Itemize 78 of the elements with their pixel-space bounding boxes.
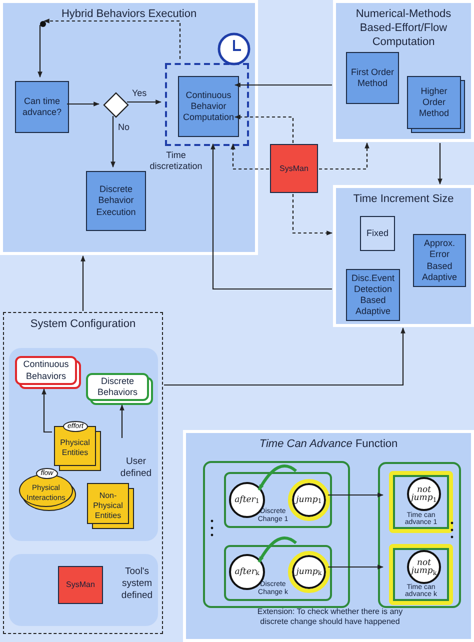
arrow [120,404,124,438]
dashed-panel [3,312,163,634]
arrow [234,82,332,88]
box-label: Continuous Behavior Computation [182,90,236,124]
edge-label: Yes [131,89,148,98]
state-label: not jump$_{k}$ [410,558,438,576]
arrow [38,25,42,78]
process-box [413,234,466,287]
change-box [224,545,332,601]
panel [183,430,474,642]
arrow [67,102,100,106]
dashed-arrow [230,143,269,170]
box-label: SysMan [66,580,95,590]
stacked-ellipse [19,468,76,511]
process-box [15,81,69,133]
process-box [346,52,399,104]
group-box [378,462,461,608]
stacked-card [86,373,153,405]
box-label: Approx. Error Based Adaptive [420,238,458,283]
edge-label: No [117,123,131,132]
group-box [203,461,350,608]
arrow [210,143,332,290]
change-box [224,472,332,528]
panel-title: Hybrid Behaviors Execution [61,8,197,22]
arrow [127,100,162,104]
stacked-entity-box [87,483,134,529]
process-box [178,76,239,137]
stacked-card [15,356,81,389]
card-label: Continuous Behaviors [22,359,70,382]
state-label: jump$_{1}$ [296,496,322,504]
dashed-arrow [43,18,181,59]
box-label: Disc.Event Detection Based Adaptive [350,272,396,318]
arrow [110,116,116,168]
panel-title: System Configuration [30,318,136,332]
panel-title: Time Can Advance Function [259,438,398,452]
box-label: Fixed [366,228,388,240]
stacked-box [407,76,465,133]
stacked-entity-box [54,421,101,471]
box-label: SysMan [280,164,308,174]
dashed-arrow [292,194,333,236]
panel-title: Time Increment Size [353,193,454,207]
panel [0,0,258,255]
arrow [80,255,86,311]
dashed-arrow [319,142,370,170]
state-label: after$_{k}$ [234,568,260,576]
dashed-arrow [234,114,294,143]
highlighted-box [389,471,453,533]
arrow [328,564,384,570]
state-label: jump$_{k}$ [296,568,322,576]
arrow [164,327,406,386]
box-label: Can time advance? [21,96,63,118]
note-text: Extension: To check whether there is any discrete change should have happened [256,607,404,627]
subpanel [9,348,158,541]
arrow [258,536,297,563]
subpanel-caption: Tool's system defined [120,566,154,602]
arrow [438,143,442,185]
highlighted-box [389,544,453,605]
process-box [86,171,146,231]
box-label: Higher Order Method [418,86,450,120]
manager-box [58,566,103,604]
entity-label: Physical Entities [59,438,91,458]
state-label: after$_{1}$ [234,496,260,504]
card-label: Discrete Behaviors [96,376,139,398]
panel [333,0,474,142]
state-label: not jump$_{1}$ [410,486,438,502]
box-label: Discrete Behavior Execution [95,184,137,218]
process-box [360,216,395,251]
decision-diamond [103,92,129,118]
arrow [328,492,384,498]
subpanel [9,554,158,626]
arrow [42,388,52,433]
panel [333,185,474,327]
panel-title: Numerical-Methods Based-Effort/Flow Computation [354,8,452,50]
box-label: First Order Method [350,66,395,90]
entity-label: Non-Physical Entities [92,490,124,520]
subpanel-caption: User defined [119,456,153,480]
manager-box [270,144,318,193]
frame-caption: Time discretization [148,150,204,172]
